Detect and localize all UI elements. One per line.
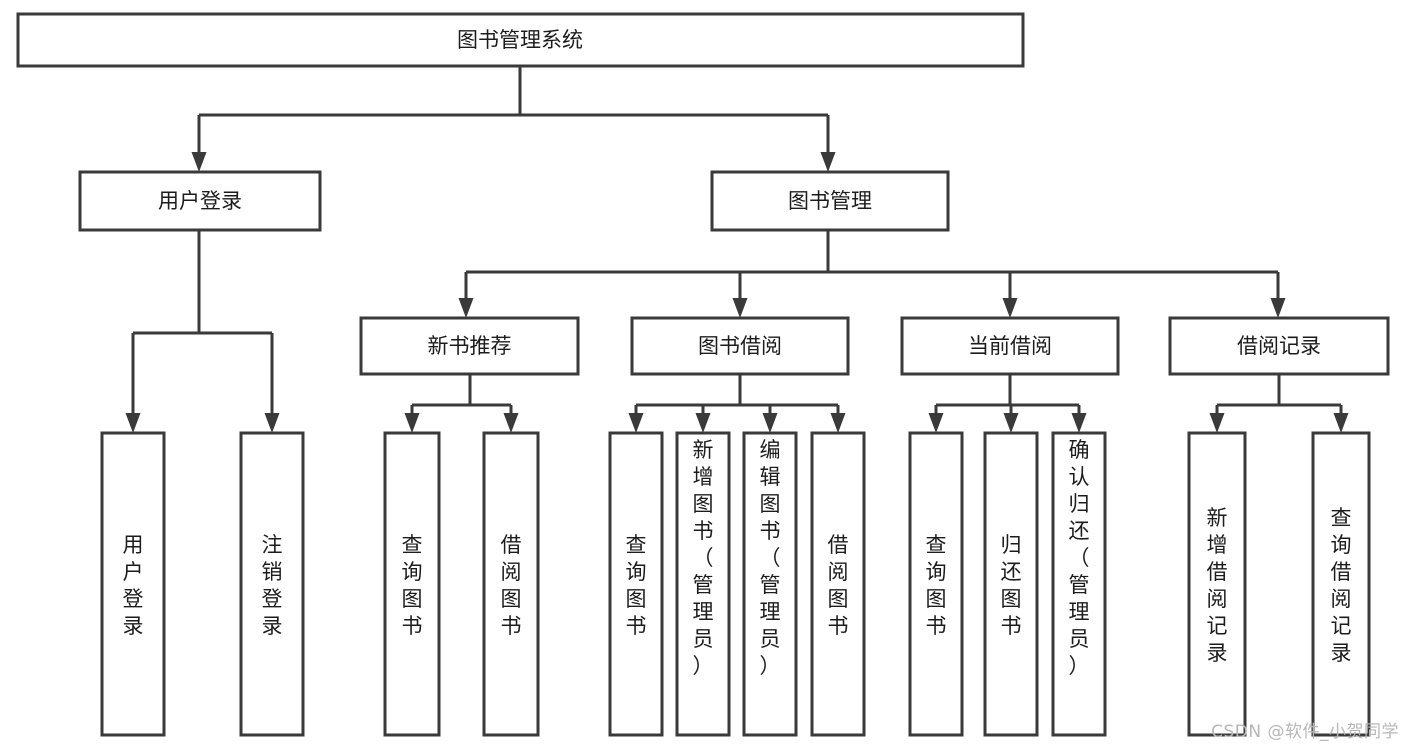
node-leaf-user-login-label: 用户登录	[123, 533, 144, 638]
node-leaf-edit-book-label: 编辑图书（管理员）	[760, 438, 781, 678]
node-leaf-query-record[interactable]: 查询借阅记录	[1311, 431, 1371, 737]
node-leaf-borrow-book-1[interactable]: 借阅图书	[482, 431, 540, 737]
node-root-box[interactable]	[16, 12, 1025, 68]
node-current-borrow[interactable]: 当前借阅	[900, 316, 1120, 376]
node-leaf-user-logout[interactable]: 注销登录	[239, 431, 305, 737]
node-root-label: 图书管理系统	[457, 28, 583, 52]
node-leaf-edit-book-box[interactable]	[742, 431, 798, 737]
node-borrow-record-label: 借阅记录	[1237, 334, 1321, 358]
node-leaf-user-logout-label: 注销登录	[262, 533, 283, 638]
connector-group-drop-4-arrowhead	[762, 413, 778, 433]
node-borrow-record[interactable]: 借阅记录	[1168, 316, 1390, 376]
node-current-borrow-box[interactable]	[900, 316, 1120, 376]
node-leaf-borrow-book-1-label: 借阅图书	[501, 533, 522, 638]
node-book-manage-label: 图书管理	[788, 189, 872, 213]
connector-group-drop-3-arrowhead	[695, 413, 711, 433]
node-leaf-borrow-book-1-box[interactable]	[482, 431, 540, 737]
node-user-login-box[interactable]	[78, 170, 322, 232]
connector-book-manage-drop-0-arrowhead	[458, 298, 474, 318]
node-leaf-return-book[interactable]: 归还图书	[983, 431, 1039, 737]
node-book-borrow-label: 图书借阅	[698, 334, 782, 358]
node-leaf-edit-book[interactable]: 编辑图书（管理员）	[742, 431, 798, 737]
connector-user-login-drop-0-arrowhead	[125, 413, 141, 433]
node-leaf-add-record-box[interactable]	[1187, 431, 1247, 737]
connector-group-drop-2-arrowhead	[628, 413, 644, 433]
csdn-watermark: CSDN @软件_小贺同学	[1211, 722, 1399, 742]
node-book-borrow-box[interactable]	[630, 316, 850, 376]
node-new-book-recommend-label: 新书推荐	[428, 334, 512, 358]
node-leaf-confirm-return[interactable]: 确认归还（管理员）	[1051, 431, 1107, 737]
node-root[interactable]: 图书管理系统	[16, 12, 1025, 68]
node-current-borrow-label: 当前借阅	[968, 334, 1052, 358]
node-leaf-user-login-box[interactable]	[100, 431, 166, 737]
connector-root-drop-0-arrowhead	[191, 152, 207, 172]
connector-group-drop-0-arrowhead	[404, 413, 420, 433]
node-leaf-borrow-book-2[interactable]: 借阅图书	[810, 431, 866, 737]
node-leaf-query-book-2-label: 查询图书	[626, 533, 647, 638]
node-leaf-add-book-box[interactable]	[675, 431, 731, 737]
node-leaf-query-book-3-label: 查询图书	[926, 533, 947, 638]
connector-layer	[125, 66, 1349, 433]
connector-group-drop-9-arrowhead	[1209, 413, 1225, 433]
connector-book-manage-drop-3-arrowhead	[1270, 298, 1286, 318]
connector-root-drop-1-arrowhead	[820, 152, 836, 172]
node-leaf-query-book-3-box[interactable]	[908, 431, 964, 737]
node-leaf-add-book-label: 新增图书（管理员）	[693, 438, 714, 678]
connector-group-drop-6-arrowhead	[928, 413, 944, 433]
connector-group-drop-5-arrowhead	[830, 413, 846, 433]
node-book-manage-box[interactable]	[710, 170, 950, 232]
node-user-login[interactable]: 用户登录	[78, 170, 322, 232]
node-leaf-return-book-box[interactable]	[983, 431, 1039, 737]
node-borrow-record-box[interactable]	[1168, 316, 1390, 376]
node-leaf-query-book-2-box[interactable]	[608, 431, 664, 737]
connector-book-manage-drop-2-arrowhead	[1002, 298, 1018, 318]
node-leaf-borrow-book-2-label: 借阅图书	[828, 533, 849, 638]
node-leaf-user-login[interactable]: 用户登录	[100, 431, 166, 737]
node-leaf-confirm-return-label: 确认归还（管理员）	[1069, 438, 1090, 678]
node-leaf-return-book-label: 归还图书	[1001, 533, 1022, 638]
node-leaf-add-record[interactable]: 新增借阅记录	[1187, 431, 1247, 737]
node-leaf-query-book-1-label: 查询图书	[402, 533, 423, 638]
node-user-login-label: 用户登录	[158, 189, 242, 213]
node-leaf-query-record-label: 查询借阅记录	[1331, 506, 1352, 665]
connector-group-drop-8-arrowhead	[1071, 413, 1087, 433]
connector-user-login-drop-1-arrowhead	[264, 413, 280, 433]
connector-group-drop-1-arrowhead	[503, 413, 519, 433]
node-leaf-query-book-1-box[interactable]	[383, 431, 441, 737]
node-leaf-query-book-2[interactable]: 查询图书	[608, 431, 664, 737]
node-new-book-recommend-box[interactable]	[359, 316, 580, 376]
node-leaf-add-book[interactable]: 新增图书（管理员）	[675, 431, 731, 737]
node-book-manage[interactable]: 图书管理	[710, 170, 950, 232]
node-leaf-query-book-1[interactable]: 查询图书	[383, 431, 441, 737]
node-leaf-borrow-book-2-box[interactable]	[810, 431, 866, 737]
node-layer: 图书管理系统用户登录用户登录注销登录图书管理新书推荐查询图书借阅图书图书借阅查询…	[16, 12, 1390, 737]
node-new-book-recommend[interactable]: 新书推荐	[359, 316, 580, 376]
node-leaf-query-book-3[interactable]: 查询图书	[908, 431, 964, 737]
node-leaf-user-logout-box[interactable]	[239, 431, 305, 737]
node-leaf-confirm-return-box[interactable]	[1051, 431, 1107, 737]
connector-book-manage-drop-1-arrowhead	[732, 298, 748, 318]
connector-group-drop-10-arrowhead	[1333, 413, 1349, 433]
node-book-borrow[interactable]: 图书借阅	[630, 316, 850, 376]
node-leaf-query-record-box[interactable]	[1311, 431, 1371, 737]
node-leaf-add-record-label: 新增借阅记录	[1207, 506, 1228, 665]
connector-group-drop-7-arrowhead	[1003, 413, 1019, 433]
